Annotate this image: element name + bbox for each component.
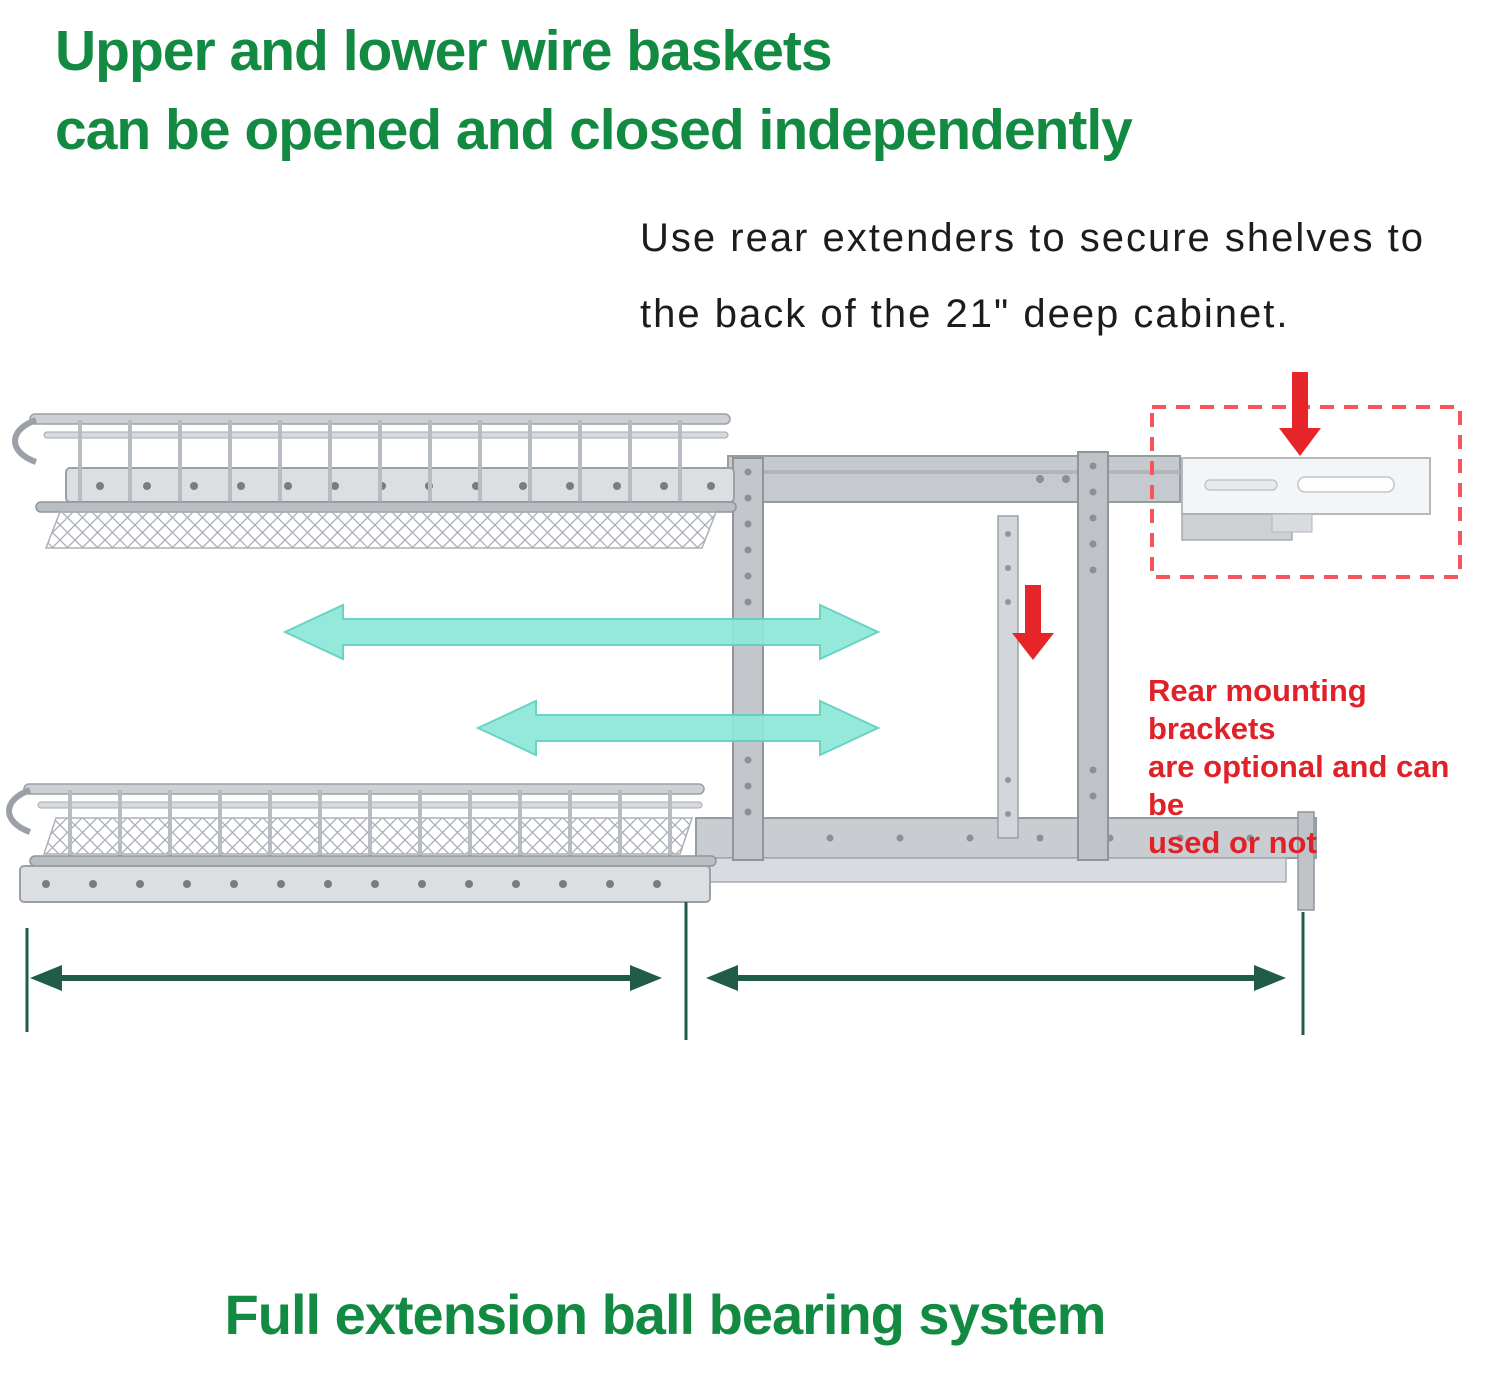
rear-brackets-note-line3: used or not [1148, 825, 1317, 860]
rear-extender-note-line2: the back of the 21" deep cabinet. [640, 292, 1290, 336]
headline-line1: Upper and lower wire baskets [55, 19, 833, 83]
upper-wire-basket [12, 413, 737, 549]
rear-brackets-note-line1: Rear mounting brackets [1148, 673, 1367, 746]
cabinet-frame [695, 451, 1317, 911]
rear-extender-note-line1: Use rear extenders to secure shelves to [640, 216, 1426, 260]
lower-wire-basket [6, 783, 717, 903]
headline-line2: can be opened and closed independently [55, 98, 1133, 162]
dimension-marks [25, 902, 1305, 1040]
rear-extender-note: Use rear extenders to secure shelves to … [640, 200, 1425, 352]
slide-direction-arrow-upper [282, 603, 881, 661]
bottom-caption: Full extension ball bearing system [224, 1283, 1107, 1346]
dimension-arrow-right [706, 965, 1286, 991]
down-arrow-top [1279, 372, 1321, 456]
dimension-arrow-left [30, 965, 662, 991]
rear-brackets-note: Rear mounting brackets are optional and … [1148, 672, 1488, 862]
down-arrow-bottom [1012, 585, 1054, 660]
slide-direction-arrow-lower [475, 699, 881, 757]
rear-brackets-note-line2: are optional and can be [1148, 749, 1450, 822]
headline: Upper and lower wire baskets can be open… [55, 12, 1133, 170]
rear-extender-bracket [1181, 457, 1431, 541]
